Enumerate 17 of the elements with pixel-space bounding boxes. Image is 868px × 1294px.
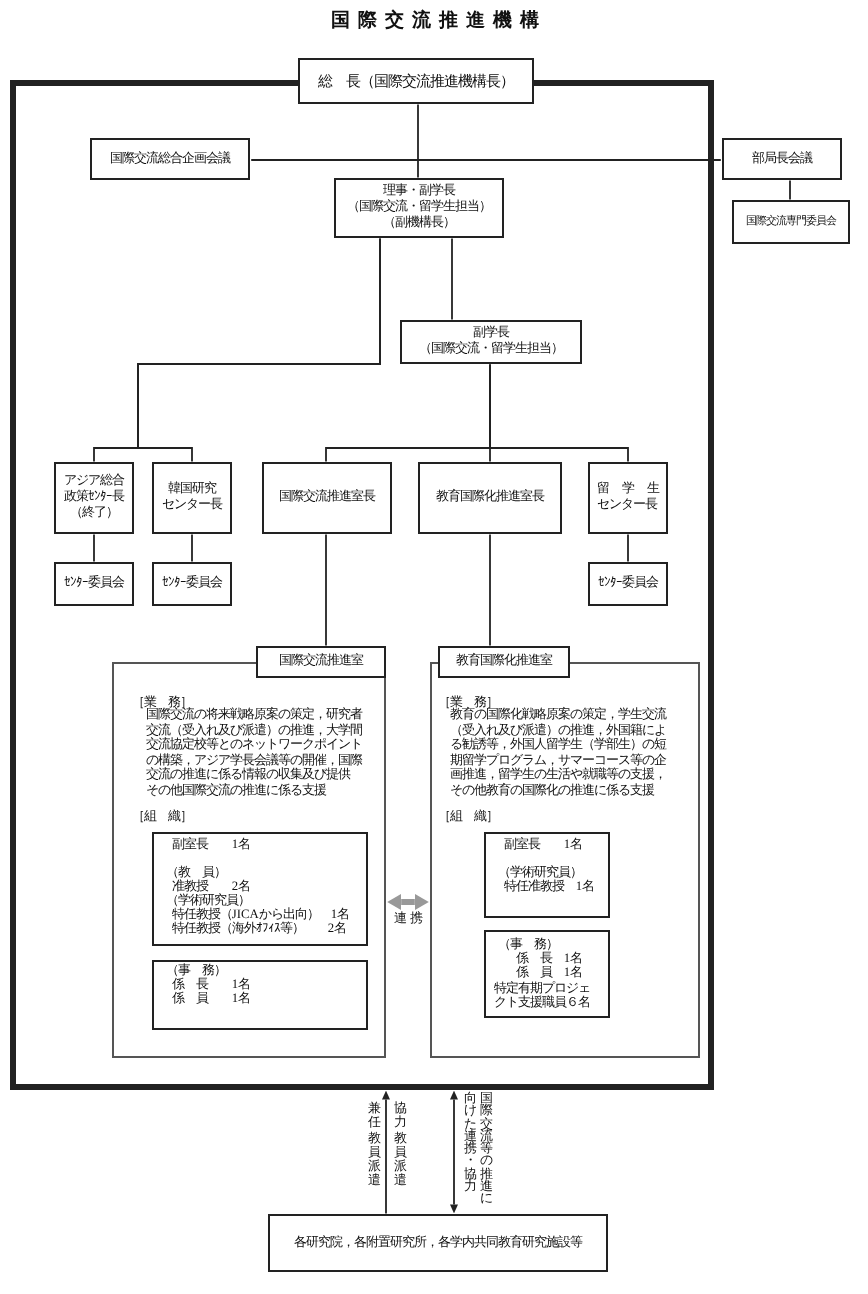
double-arrow: [450, 1090, 458, 1214]
connector-line: [789, 179, 791, 201]
connector-line: [417, 103, 419, 179]
office-panel: [112, 662, 386, 1058]
double-arrow: [387, 894, 429, 910]
connector-line: [137, 237, 381, 463]
connector-line: [325, 533, 327, 647]
office-panel: [430, 662, 700, 1058]
connector-line: [489, 533, 491, 647]
connector-line: [191, 533, 193, 563]
connector-line: [250, 159, 722, 161]
connector-line: [93, 533, 95, 563]
connector-line: [627, 533, 629, 563]
arrow: [382, 1090, 390, 1215]
connector-line: [489, 363, 629, 463]
title: 国際交流推進機構: [328, 8, 547, 32]
connector-line: [451, 237, 453, 321]
